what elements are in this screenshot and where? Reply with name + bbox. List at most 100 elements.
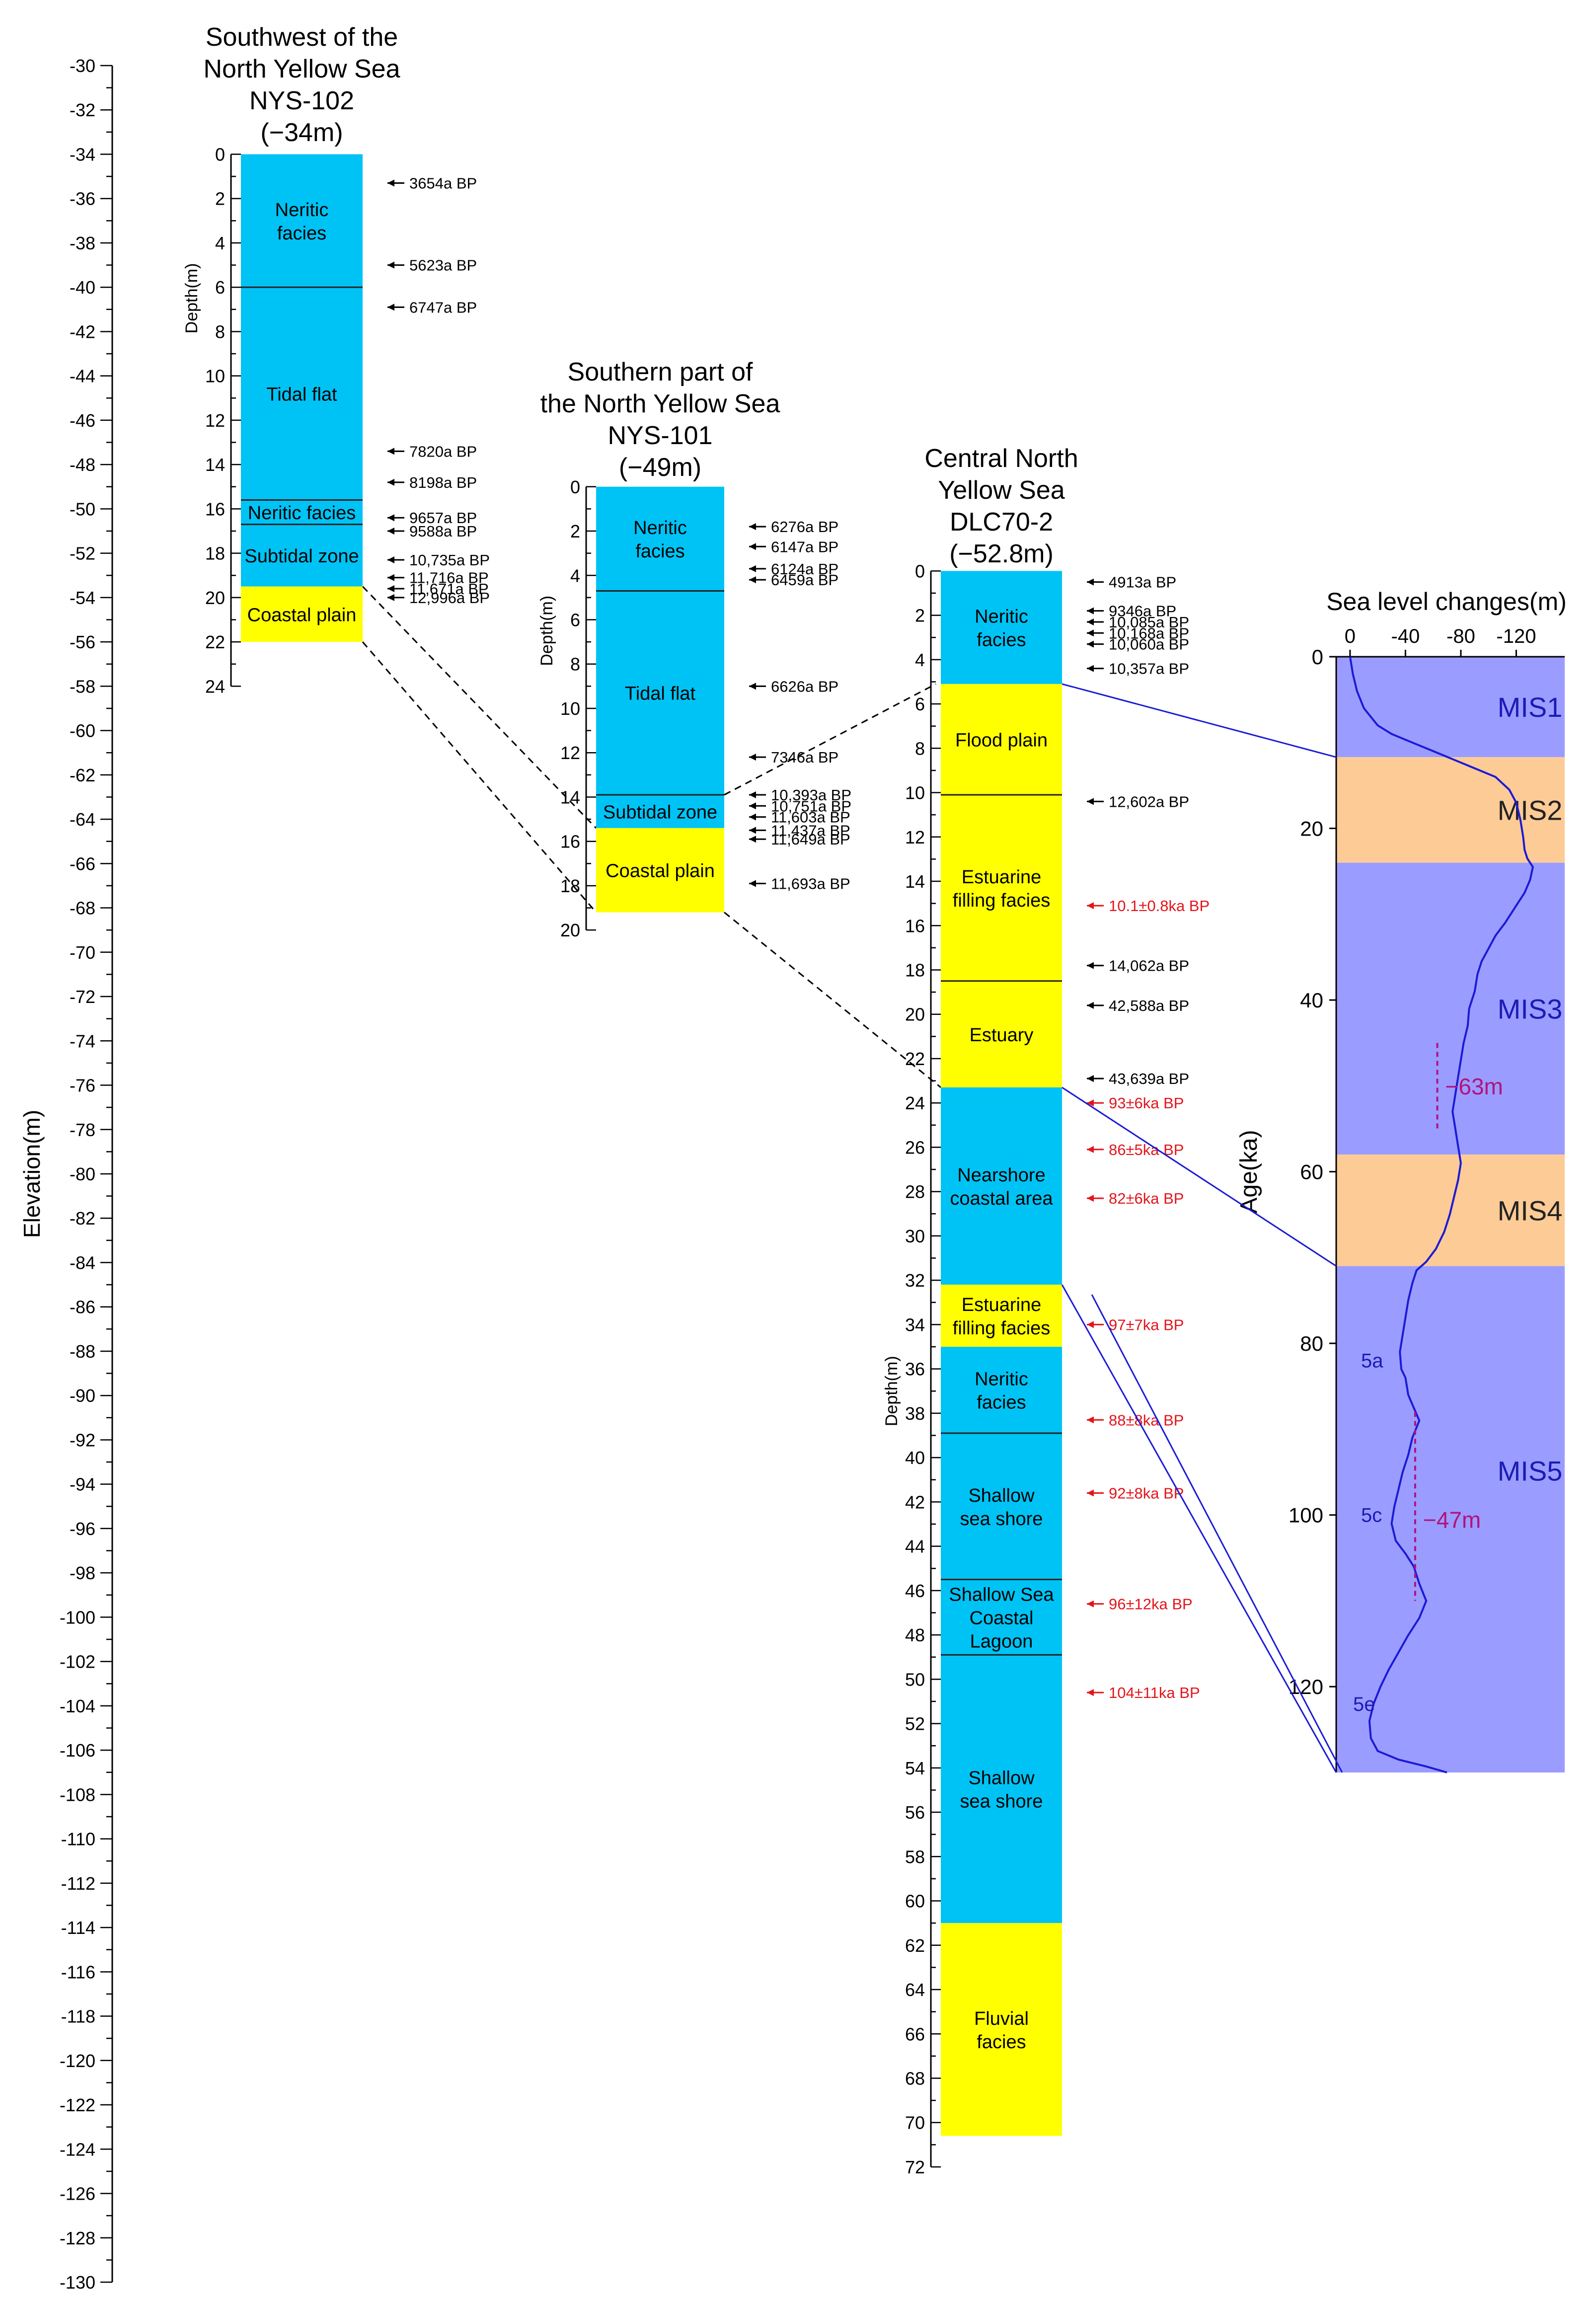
depth-tick-label: 18 xyxy=(560,876,580,896)
date-label: 10,085a BP xyxy=(1109,614,1189,631)
elevation-tick-label: -130 xyxy=(60,2272,95,2293)
core-title-line: (−49m) xyxy=(619,453,701,482)
elevation-tick-label: -66 xyxy=(70,853,95,874)
core-layer xyxy=(941,1433,1062,1580)
depth-tick-label: 34 xyxy=(905,1314,925,1335)
depth-tick-label: 38 xyxy=(905,1403,925,1424)
depth-tick-label: 6 xyxy=(570,610,580,630)
depth-tick-label: 0 xyxy=(570,477,580,497)
date-label: 6147a BP xyxy=(771,538,838,555)
stage-correlation-line xyxy=(1091,1294,1343,1773)
depth-tick-label: 66 xyxy=(905,2024,925,2044)
elevation-tick-label: -110 xyxy=(61,1829,95,1849)
elevation-tick-label: -88 xyxy=(70,1341,95,1362)
date-label: 43,639a BP xyxy=(1109,1070,1189,1087)
elevation-tick-label: -94 xyxy=(70,1474,95,1495)
core-title-line: (−34m) xyxy=(260,118,343,147)
date-arrow-head xyxy=(387,556,394,564)
date-arrow-head xyxy=(749,836,756,843)
core-title-line: (−52.8m) xyxy=(949,539,1054,568)
depth-tick-label: 70 xyxy=(905,2113,925,2133)
layer-label: Neritic xyxy=(275,200,329,221)
elevation-tick-label: -106 xyxy=(60,1740,95,1761)
date-label: 82±6ka BP xyxy=(1109,1190,1184,1207)
layer-label: facies xyxy=(977,1392,1026,1413)
elevation-tick-label: -62 xyxy=(70,765,95,785)
elevation-tick-label: -108 xyxy=(60,1784,95,1805)
depth-tick-label: 8 xyxy=(915,738,925,759)
depth-tick-label: 6 xyxy=(915,694,925,714)
layer-label: filling facies xyxy=(953,890,1050,911)
sea-level-marker-label: −63m xyxy=(1445,1074,1503,1099)
date-arrow-head xyxy=(1087,1075,1094,1082)
mis-stage-band xyxy=(1336,757,1565,863)
elevation-tick-label: -68 xyxy=(70,898,95,919)
elevation-tick-label: -100 xyxy=(60,1607,95,1627)
date-arrow-head xyxy=(1087,618,1094,625)
date-label: 12,996a BP xyxy=(409,589,490,607)
depth-tick-label: 14 xyxy=(205,455,225,475)
date-arrow-head xyxy=(1087,962,1094,969)
layer-label: facies xyxy=(277,223,326,244)
date-arrow-head xyxy=(387,261,394,269)
date-arrow-head xyxy=(1087,902,1094,910)
layer-label: Flood plain xyxy=(955,730,1048,751)
stage-correlation-line xyxy=(1061,1284,1337,1773)
depth-tick-label: 24 xyxy=(205,676,225,696)
date-arrow-head xyxy=(387,304,394,311)
sea-level-chart: Sea level changes(m) Age(ka) MIS1MIS2MIS… xyxy=(1061,588,1567,1773)
date-label: 6459a BP xyxy=(771,571,838,589)
sea-level-tick-label: 0 xyxy=(1345,625,1356,647)
depth-tick-label: 36 xyxy=(905,1359,925,1380)
depth-tick-label: 54 xyxy=(905,1758,925,1778)
date-label: 88±8ka BP xyxy=(1109,1411,1184,1429)
elevation-tick-label: -38 xyxy=(70,233,95,253)
elevation-tick-label: -40 xyxy=(70,277,95,298)
mis-stage-label: MIS1 xyxy=(1498,692,1563,723)
date-label: 6276a BP xyxy=(771,518,838,536)
date-arrow-head xyxy=(1087,665,1094,672)
elevation-tick-label: -54 xyxy=(70,588,95,608)
depth-tick-label: 20 xyxy=(905,1004,925,1025)
core-layer xyxy=(241,586,363,642)
date-arrow-head xyxy=(749,565,756,572)
layer-label: Tidal flat xyxy=(266,384,337,405)
depth-tick-label: 12 xyxy=(205,410,225,431)
date-arrow-head xyxy=(1087,1099,1094,1107)
correlation-dashed-line xyxy=(362,586,597,829)
layer-label: sea shore xyxy=(960,1791,1043,1812)
layer-label: Subtidal zone xyxy=(244,546,359,567)
layer-label: sea shore xyxy=(960,1509,1043,1530)
core-layer xyxy=(941,1087,1062,1285)
depth-tick-label: 16 xyxy=(205,499,225,519)
depth-tick-label: 10 xyxy=(205,366,225,386)
substage-label: 5c xyxy=(1361,1505,1382,1527)
core-layer xyxy=(241,154,363,288)
depth-tick-label: 14 xyxy=(905,871,925,892)
date-arrow-head xyxy=(387,574,394,581)
depth-tick-label: 18 xyxy=(205,543,225,564)
layer-label: Coastal plain xyxy=(606,861,715,882)
date-arrow-head xyxy=(387,514,394,522)
date-label: 11,603a BP xyxy=(771,809,850,826)
depth-tick-label: 58 xyxy=(905,1846,925,1867)
layer-label: Estuary xyxy=(970,1025,1034,1046)
elevation-tick-label: -98 xyxy=(70,1563,95,1583)
date-label: 4913a BP xyxy=(1109,574,1176,591)
date-label: 7346a BP xyxy=(771,749,838,766)
date-arrow-head xyxy=(749,880,756,887)
sea-level-curve xyxy=(1349,656,1534,1773)
layer-label: Fluvial xyxy=(974,2008,1029,2029)
layer-label: Shallow Sea xyxy=(949,1584,1054,1605)
core-layer xyxy=(596,794,724,828)
core-layer xyxy=(596,486,724,591)
depth-tick-label: 72 xyxy=(905,2157,925,2177)
date-arrow-head xyxy=(1087,1146,1094,1153)
date-arrow-head xyxy=(1087,1195,1094,1202)
core-layer xyxy=(596,828,724,913)
stage-correlation-line xyxy=(1062,1086,1337,1267)
mis-stage-band xyxy=(1336,862,1565,1155)
mis-stage-band xyxy=(1336,1266,1565,1772)
